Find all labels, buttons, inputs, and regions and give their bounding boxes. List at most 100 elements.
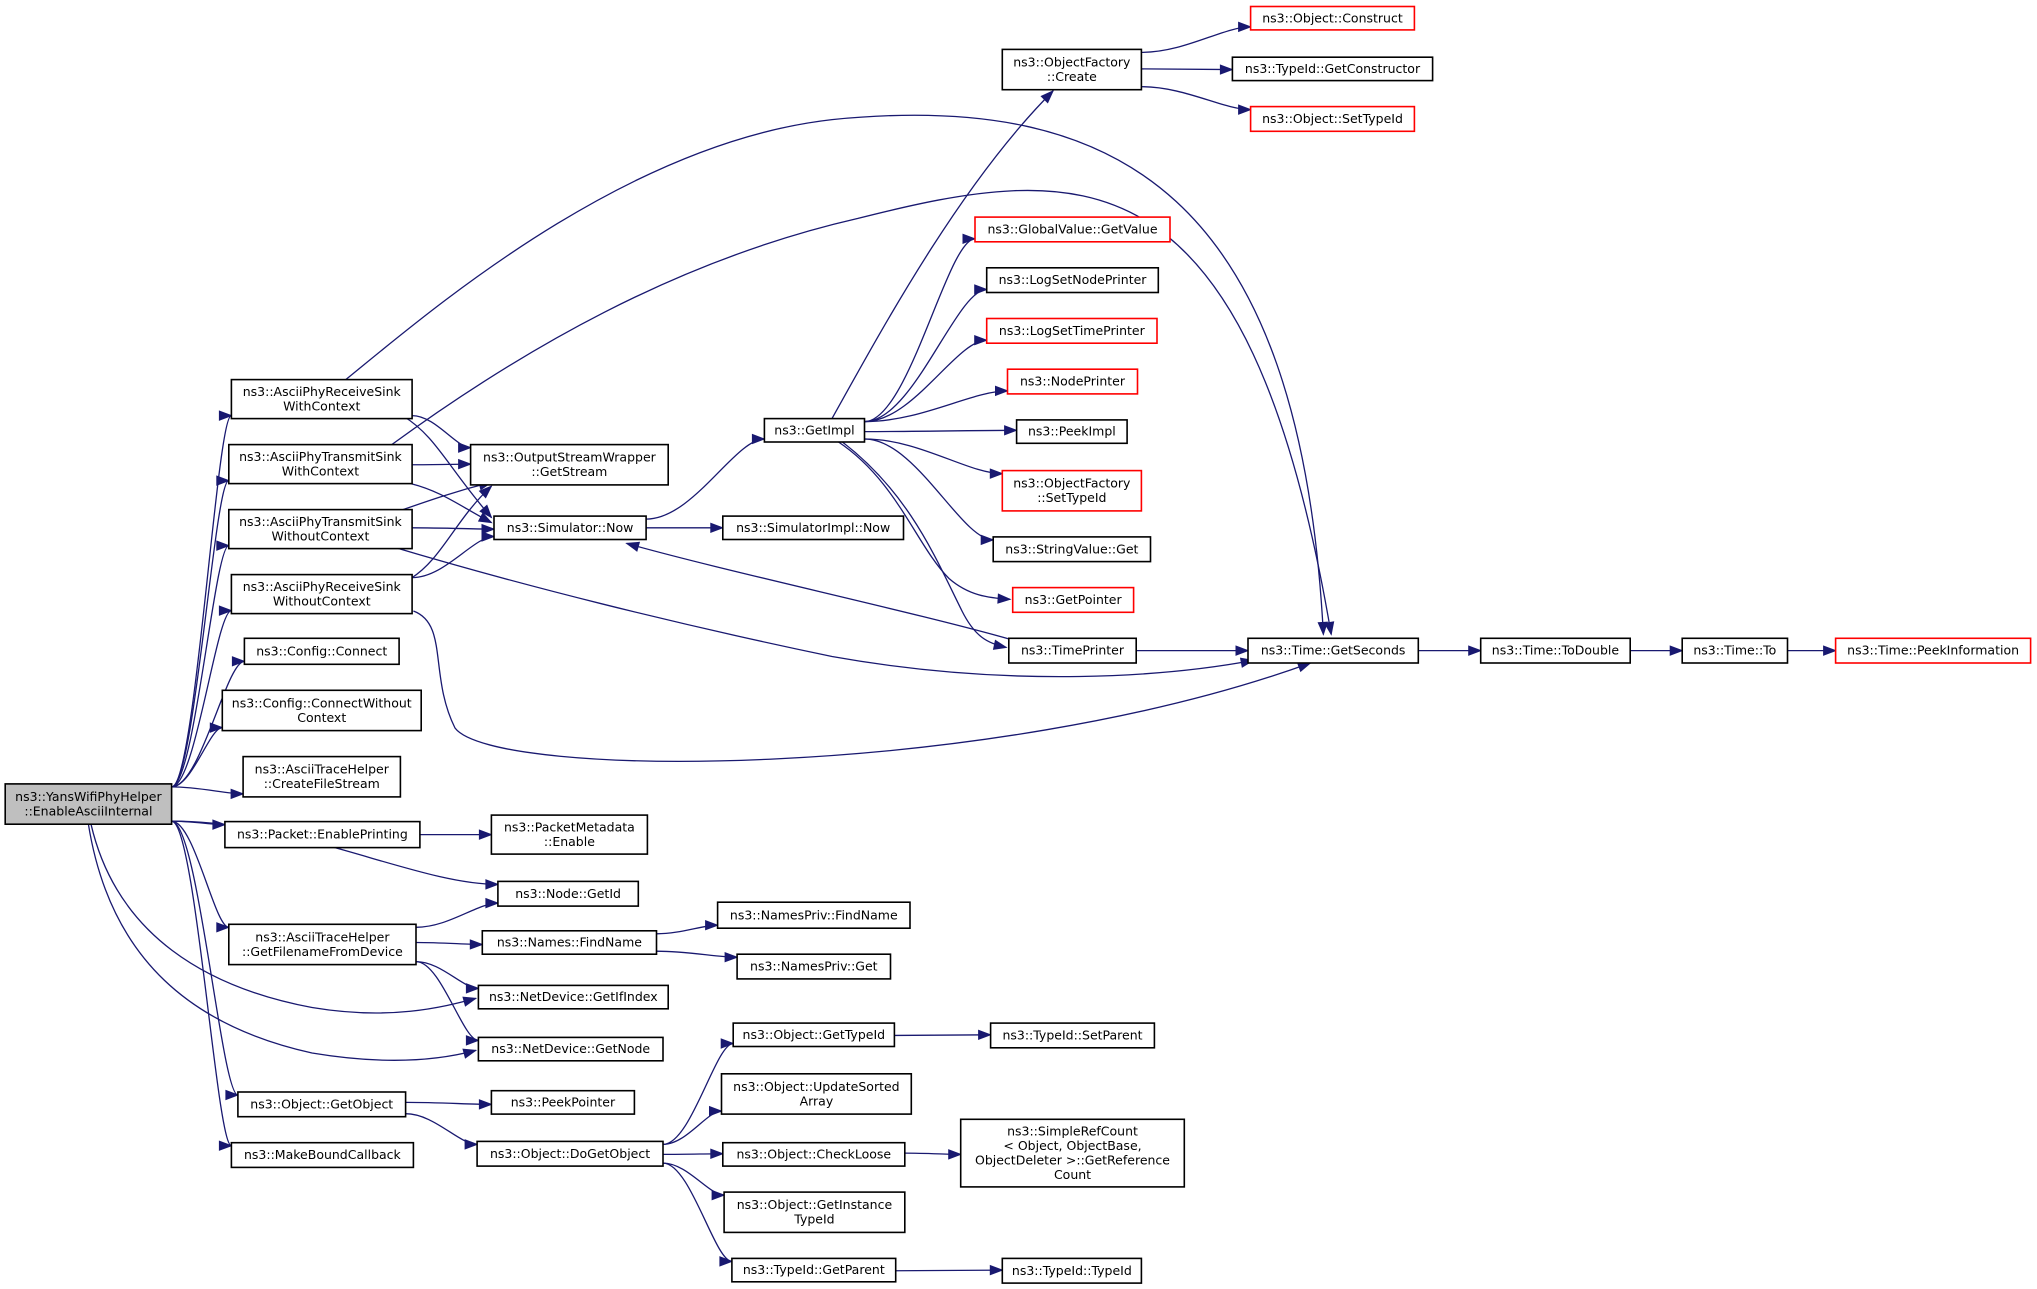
node-getNode[interactable]: ns3::NetDevice::GetNode [477,1036,664,1062]
node-findName[interactable]: ns3::Names::FindName [481,929,658,955]
node-box[interactable] [763,417,866,443]
node-box[interactable] [230,1141,415,1169]
node-timeTo[interactable]: ns3::Time::To [1681,637,1789,664]
node-box[interactable] [497,880,640,907]
node-tidSetParent[interactable]: ns3::TypeId::SetParent [989,1022,1156,1049]
node-peekImpl[interactable]: ns3::PeekImpl [1015,419,1128,445]
node-objSetTypeId[interactable]: ns3::Object::SetTypeId [1249,105,1416,133]
node-getObject[interactable]: ns3::Object::GetObject [237,1091,407,1118]
node-peekInfo[interactable]: ns3::Time::PeekInformation [1834,637,2032,664]
node-box[interactable] [228,443,413,485]
node-osw[interactable]: ns3::OutputStreamWrapper::GetStream [469,443,670,486]
node-cfgConnect[interactable]: ns3::Config::Connect [243,637,400,666]
node-box[interactable] [221,689,422,732]
node-getSeconds[interactable]: ns3::Time::GetSeconds [1247,637,1420,664]
node-ofCreate[interactable]: ns3::ObjectFactory::Create [1001,48,1143,91]
node-box[interactable] [1231,56,1434,82]
node-box[interactable] [985,266,1160,294]
node-box[interactable] [985,317,1158,345]
node-box[interactable] [242,755,402,798]
node-box[interactable] [481,929,658,955]
node-getIfIndex[interactable]: ns3::NetDevice::GetIfIndex [477,984,669,1010]
node-box[interactable] [1834,637,2032,664]
node-box[interactable] [989,1022,1156,1049]
node-box[interactable] [490,814,649,855]
node-box[interactable] [476,1140,664,1167]
node-box[interactable] [716,901,911,930]
node-box[interactable] [1001,469,1143,512]
node-box[interactable] [4,783,173,826]
node-pktEnable[interactable]: ns3::Packet::EnablePrinting [224,820,421,849]
node-simImplNow[interactable]: ns3::SimulatorImpl::Now [721,515,905,541]
node-nodePrinter[interactable]: ns3::NodePrinter [1006,368,1139,395]
node-box[interactable] [493,515,647,541]
node-pmEnable[interactable]: ns3::PacketMetadata::Enable [490,814,649,855]
node-toDouble[interactable]: ns3::Time::ToDouble [1479,637,1631,664]
node-box[interactable] [228,923,417,966]
node-getPointer[interactable]: ns3::GetPointer [1011,586,1135,614]
node-box[interactable] [224,820,421,849]
node-doGetObject[interactable]: ns3::Object::DoGetObject [476,1140,664,1167]
node-logSetNode[interactable]: ns3::LogSetNodePrinter [985,266,1160,294]
node-peekPointer[interactable]: ns3::PeekPointer [490,1089,636,1115]
node-tidGetCtor[interactable]: ns3::TypeId::GetConstructor [1231,56,1434,82]
node-getFilename[interactable]: ns3::AsciiTraceHelper::GetFilenameFromDe… [228,923,417,966]
node-makeBound[interactable]: ns3::MakeBoundCallback [230,1141,415,1169]
node-getImpl[interactable]: ns3::GetImpl [763,417,866,443]
node-box[interactable] [974,216,1171,243]
node-box[interactable] [720,1073,913,1115]
node-npGet[interactable]: ns3::NamesPriv::Get [736,953,892,980]
node-nodeGetId[interactable]: ns3::Node::GetId [497,880,640,907]
node-box[interactable] [732,1022,896,1048]
node-box[interactable] [243,637,400,666]
node-box[interactable] [1249,5,1416,31]
node-box[interactable] [1479,637,1631,664]
node-ofSetTypeId[interactable]: ns3::ObjectFactory::SetTypeId [1001,469,1143,512]
node-createFile[interactable]: ns3::AsciiTraceHelper::CreateFileStream [242,755,402,798]
node-objGetTypeId[interactable]: ns3::Object::GetTypeId [732,1022,896,1048]
node-timePrinter[interactable]: ns3::TimePrinter [1007,637,1137,664]
node-strGet[interactable]: ns3::StringValue::Get [992,536,1152,563]
node-gvGetValue[interactable]: ns3::GlobalValue::GetValue [974,216,1171,243]
node-box[interactable] [736,953,892,980]
node-box[interactable] [477,1036,664,1062]
node-box[interactable] [723,1191,906,1234]
node-checkLoose[interactable]: ns3::Object::CheckLoose [721,1141,906,1167]
node-box[interactable] [992,536,1152,563]
node-simpleRef[interactable]: ns3::SimpleRefCount< Object, ObjectBase,… [959,1118,1186,1188]
node-root[interactable]: ns3::YansWifiPhyHelper::EnableAsciiInter… [4,783,173,826]
node-box[interactable] [228,508,413,550]
node-box[interactable] [477,984,669,1010]
node-objConstruct[interactable]: ns3::Object::Construct [1249,5,1416,31]
node-box[interactable] [731,1257,897,1283]
node-box[interactable] [1247,637,1420,664]
node-logSetTime[interactable]: ns3::LogSetTimePrinter [985,317,1158,345]
node-box[interactable] [1001,1257,1143,1284]
node-box[interactable] [1001,48,1143,91]
node-box[interactable] [721,515,905,541]
node-box[interactable] [1007,637,1137,664]
node-box[interactable] [1011,586,1135,614]
node-tidTypeId[interactable]: ns3::TypeId::TypeId [1001,1257,1143,1284]
node-box[interactable] [1681,637,1789,664]
node-simNow[interactable]: ns3::Simulator::Now [493,515,647,541]
node-box[interactable] [490,1089,636,1115]
node-box[interactable] [469,443,670,486]
node-box[interactable] [230,378,413,420]
node-box[interactable] [721,1141,906,1167]
node-box[interactable] [1006,368,1139,395]
node-box[interactable] [959,1118,1186,1188]
node-box[interactable] [230,573,413,615]
node-box[interactable] [1249,105,1416,133]
node-npFind[interactable]: ns3::NamesPriv::FindName [716,901,911,930]
node-tidGetParent[interactable]: ns3::TypeId::GetParent [731,1257,897,1283]
node-box[interactable] [237,1091,407,1118]
node-box[interactable] [1015,419,1128,445]
